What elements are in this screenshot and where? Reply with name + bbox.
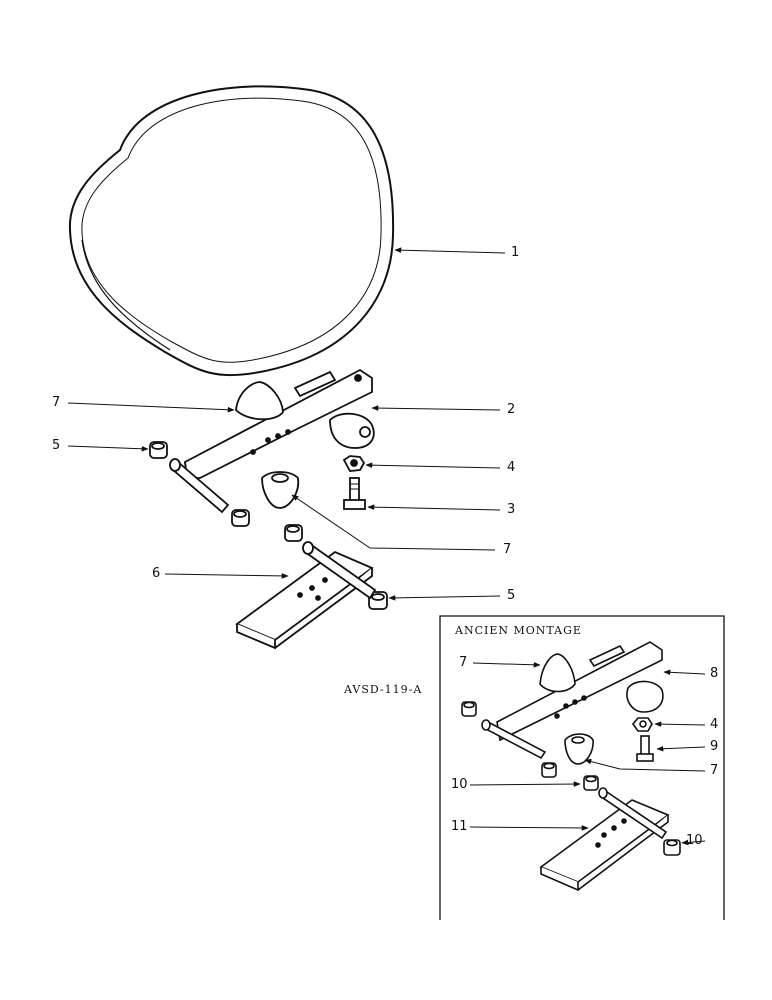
main-leader-lines	[67, 247, 506, 601]
callout-3-bolt: 3	[507, 502, 516, 517]
main-bushing-left	[149, 441, 168, 459]
inset-frame	[439, 615, 725, 920]
main-bushing-upper-plate	[284, 524, 303, 542]
callout-2-bracket: 2	[507, 402, 516, 417]
inset-callout-7-bumper-top: 7	[459, 655, 468, 670]
inset-bolt	[636, 735, 654, 762]
main-bolt	[343, 477, 366, 510]
figure-code: AVSD-119-A	[344, 683, 423, 696]
inset-bumper-top	[539, 653, 576, 693]
main-bushing-right	[368, 591, 388, 610]
inset-bushing-right	[663, 839, 681, 856]
inset-title: ANCIEN MONTAGE	[455, 624, 582, 637]
main-bumper-top	[235, 381, 284, 421]
inset-bumper-bottom	[564, 733, 594, 765]
inset-plate	[539, 799, 670, 892]
main-nut	[342, 455, 366, 472]
inset-callout-10-bushing-left: 10	[451, 777, 468, 792]
main-base-rod	[302, 541, 377, 600]
inset-bushing-top-left	[461, 701, 477, 717]
callout-4-nut: 4	[507, 460, 516, 475]
seat-pan	[68, 85, 395, 377]
main-pivot-rod	[169, 458, 230, 514]
inset-callout-7-bumper-bottom: 7	[710, 763, 719, 778]
inset-bracket	[496, 641, 664, 742]
inset-pivot-rod	[481, 719, 547, 760]
callout-1-seat: 1	[511, 245, 520, 260]
inset-bushing-mid	[541, 762, 557, 778]
main-bumper-bottom	[261, 471, 300, 509]
callout-7-bumper-bottom: 7	[503, 542, 512, 557]
callout-7-bumper-top: 7	[52, 395, 61, 410]
callout-5-bushing-right: 5	[507, 588, 516, 603]
main-base-plate	[235, 550, 374, 650]
inset-callout-8-bracket: 8	[710, 666, 719, 681]
main-bracket	[184, 368, 375, 479]
inset-nut	[631, 717, 653, 732]
inset-callout-9-bolt: 9	[710, 739, 719, 754]
inset-plate-rod	[598, 787, 668, 840]
inset-leader-lines	[469, 662, 706, 846]
callout-6-base-plate: 6	[152, 566, 161, 581]
callout-5-bushing-left: 5	[52, 438, 61, 453]
inset-callout-4-nut: 4	[710, 717, 719, 732]
main-bushing-mid	[231, 509, 250, 527]
inset-callout-11-plate: 11	[451, 819, 468, 834]
inset-callout-10-bushing-right: 10	[686, 833, 703, 848]
inset-bushing-left	[583, 775, 599, 791]
